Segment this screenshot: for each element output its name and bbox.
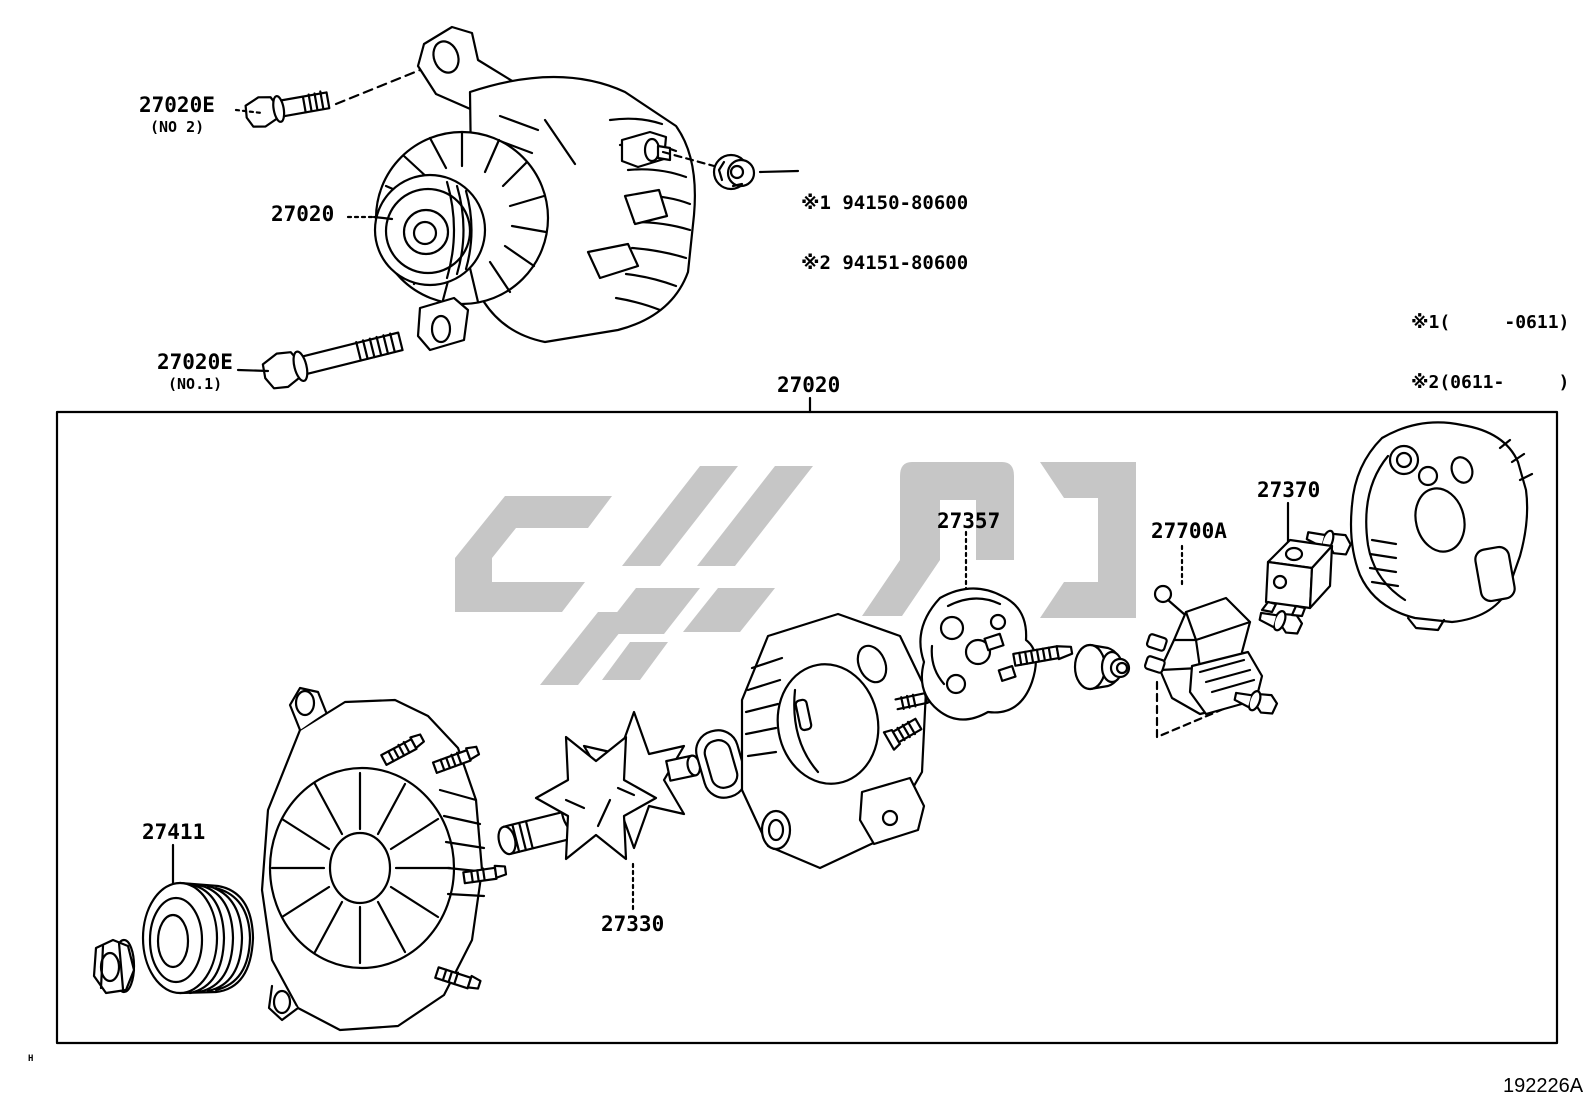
bolt-no2-drawing (244, 86, 331, 130)
label-nut-part-number-1: ※1 94150-80600 (801, 192, 969, 214)
bolt-no1-drawing (260, 324, 404, 392)
rear-end-cover-drawing (1351, 422, 1532, 630)
label-nut-part-number-2: ※2 94151-80600 (801, 252, 969, 274)
label-bolt-no1-part: 27020E (157, 350, 233, 374)
label-pulley: 27411 (142, 820, 206, 844)
label-bolt-no2-part: 27020E (139, 93, 215, 117)
rear-bracket-drawing (742, 614, 937, 868)
corner-mark: H (28, 1054, 34, 1064)
rotor-drawing (496, 712, 702, 859)
figure-code: 192226A (1503, 1075, 1584, 1097)
shaft-nut-drawing (714, 155, 754, 189)
front-bracket-drawing (262, 688, 506, 1030)
label-bolt-no2-note: (NO 2) (150, 118, 205, 136)
label-box-title: 27020 (777, 373, 841, 397)
label-date-ranges: ※1( -0611) ※2(0611- ) (1411, 273, 1569, 433)
cover-bolt-upper-drawing (1304, 523, 1353, 560)
rectifier-drawing (1262, 540, 1332, 616)
brush-holder-drawing (884, 588, 1073, 749)
pulley-drawing (143, 883, 253, 993)
alternator-assembly-drawing (375, 27, 695, 350)
label-date-range-2: ※2(0611- ) (1411, 372, 1570, 393)
label-regulator: 27700A (1151, 519, 1227, 543)
watermark-logo (455, 462, 1136, 685)
label-rotor: 27330 (601, 912, 665, 936)
leader-lines (173, 70, 1288, 912)
label-nut-part-numbers: ※1 94150-80600 ※2 94151-80600 (801, 153, 968, 313)
label-brush-holder: 27357 (937, 509, 1001, 533)
label-bolt-no1-note: (NO.1) (168, 375, 223, 393)
label-date-range-1: ※1( -0611) (1411, 312, 1570, 333)
regulator-drawing (1144, 586, 1262, 714)
exploded-view-box-border (57, 412, 1557, 1043)
plug-drawing (1075, 645, 1129, 689)
label-assembly-part: 27020 (271, 202, 335, 226)
cover-bolt-lower-drawing (1232, 684, 1279, 718)
o-ring-drawing (691, 726, 750, 803)
label-rectifier: 27370 (1257, 478, 1321, 502)
pulley-nut-drawing (94, 940, 134, 993)
